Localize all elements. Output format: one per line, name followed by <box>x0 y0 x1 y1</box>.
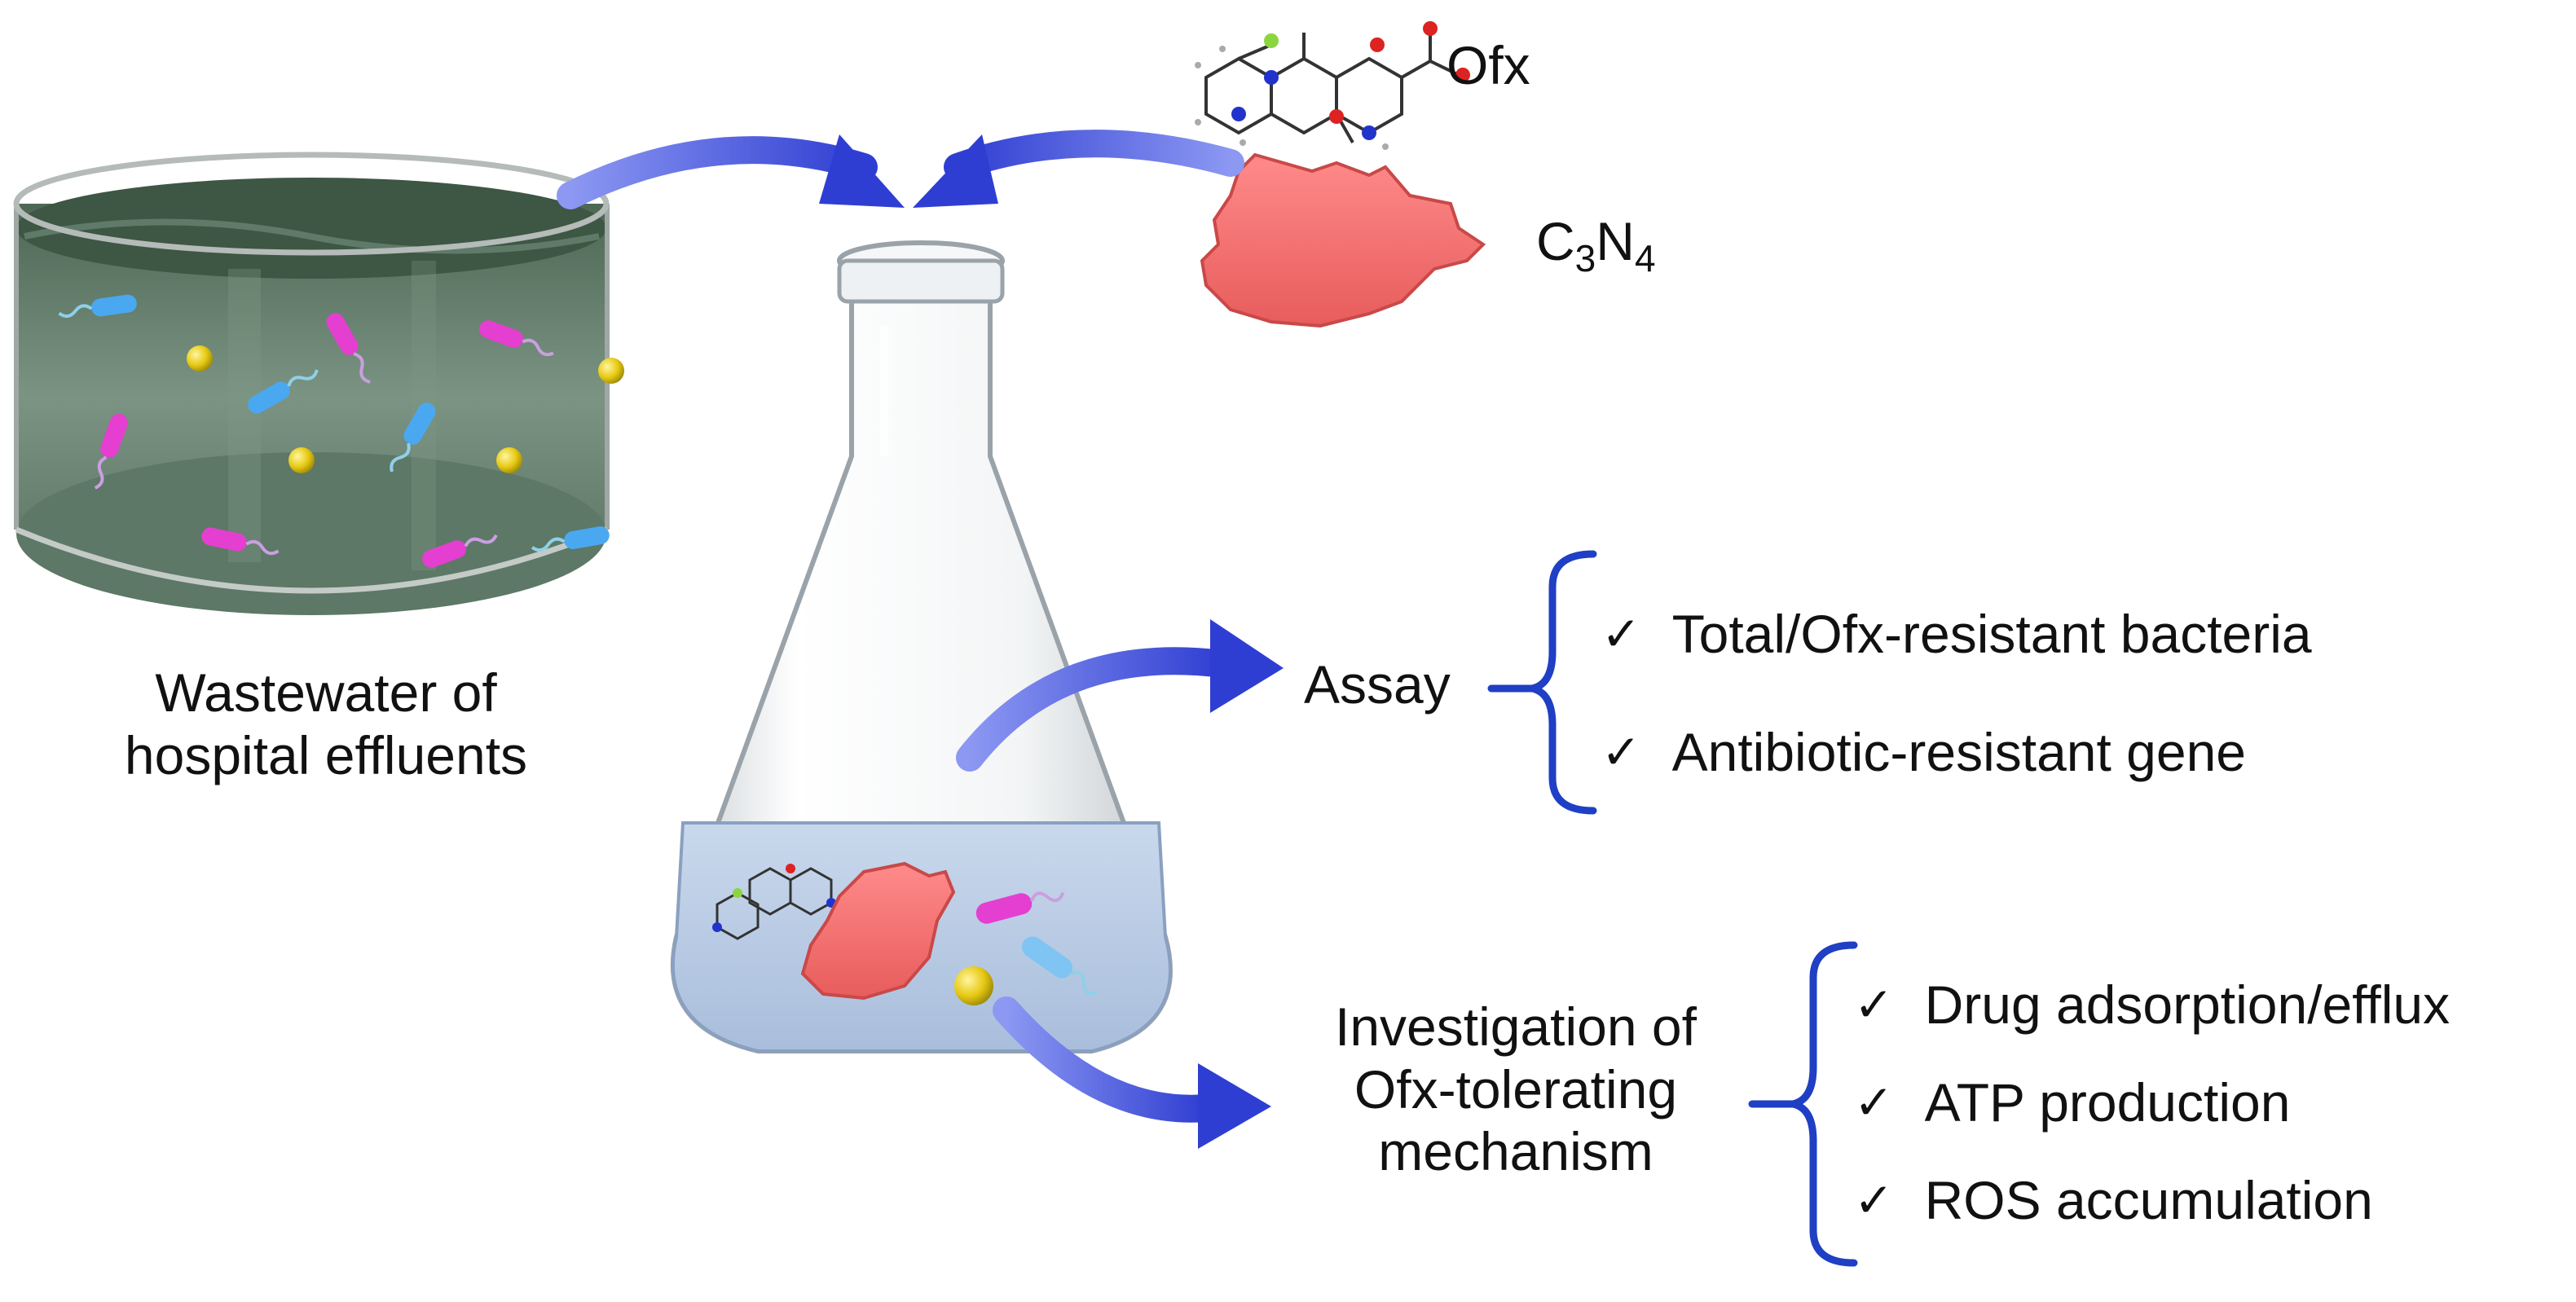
arrow-reagents-to-flask <box>913 130 1244 208</box>
check-icon: ✓ <box>1854 1172 1894 1228</box>
arrow-wastewater-to-flask <box>557 134 905 209</box>
c3n4-subscript-1: 3 <box>1574 237 1596 279</box>
investigation-item-1-text: Drug adsorption/efflux <box>1924 974 2451 1035</box>
assay-item-2-text: Antibiotic-resistant gene <box>1671 722 2246 782</box>
c3n4-label: C3N4 <box>1536 210 1656 277</box>
assay-label: Assay <box>1304 654 1451 715</box>
investigation-item-1: ✓ Drug adsorption/efflux <box>1854 974 2450 1036</box>
arrow-flask-to-assay <box>956 619 1284 772</box>
c3n4-mid: N <box>1596 211 1635 271</box>
tank-bacteria-group <box>58 294 624 568</box>
check-icon: ✓ <box>1854 1074 1894 1130</box>
wastewater-label: Wastewater of hospital effluents <box>81 662 570 786</box>
investigation-label-line-2: Ofx-tolerating <box>1354 1058 1678 1119</box>
investigation-label-line-3: mechanism <box>1378 1121 1653 1182</box>
assay-item-1-text: Total/Ofx-resistant bacteria <box>1671 604 2312 664</box>
investigation-label-line-1: Investigation of <box>1335 996 1697 1057</box>
wastewater-tank-icon <box>13 152 610 615</box>
check-icon: ✓ <box>1854 976 1894 1032</box>
assay-item-1: ✓ Total/Ofx-resistant bacteria <box>1601 603 2312 666</box>
investigation-item-2-text: ATP production <box>1924 1072 2291 1133</box>
check-icon: ✓ <box>1601 605 1641 662</box>
assay-item-2: ✓ Antibiotic-resistant gene <box>1601 721 2246 784</box>
wastewater-label-line-2: hospital effluents <box>124 724 528 785</box>
investigation-item-3: ✓ ROS accumulation <box>1854 1169 2373 1232</box>
c3n4-base: C <box>1536 211 1575 271</box>
ofx-label: Ofx <box>1447 35 1530 95</box>
investigation-item-2: ✓ ATP production <box>1854 1071 2290 1134</box>
ofx-molecule-icon <box>1195 21 1470 150</box>
c3n4-flake-icon <box>1200 152 1486 328</box>
investigation-bracket <box>1748 941 1858 1267</box>
c3n4-subscript-2: 4 <box>1634 237 1656 279</box>
wastewater-label-line-1: Wastewater of <box>155 662 497 723</box>
flask-contents-group <box>712 861 1099 1005</box>
arrow-flask-to-investigation <box>993 996 1271 1149</box>
investigation-item-3-text: ROS accumulation <box>1924 1170 2373 1230</box>
assay-bracket <box>1487 550 1597 815</box>
investigation-label: Investigation of Ofx-tolerating mechanis… <box>1271 996 1760 1183</box>
check-icon: ✓ <box>1601 724 1641 780</box>
